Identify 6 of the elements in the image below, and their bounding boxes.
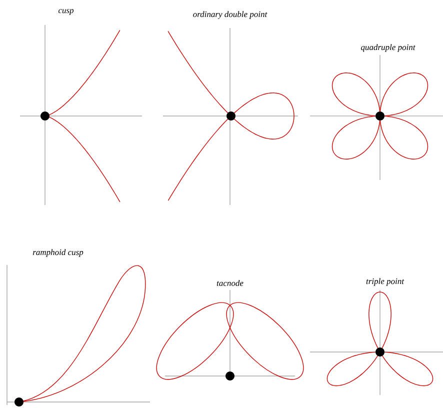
curve-label: tacnode: [216, 280, 244, 286]
curve-label: triple point: [366, 278, 404, 286]
curve-label: cusp: [58, 9, 74, 15]
curve-label: ramphoid cusp: [32, 249, 84, 257]
curve-label: quadruple point: [361, 44, 416, 52]
curve-label: ordinary double point: [193, 11, 268, 19]
